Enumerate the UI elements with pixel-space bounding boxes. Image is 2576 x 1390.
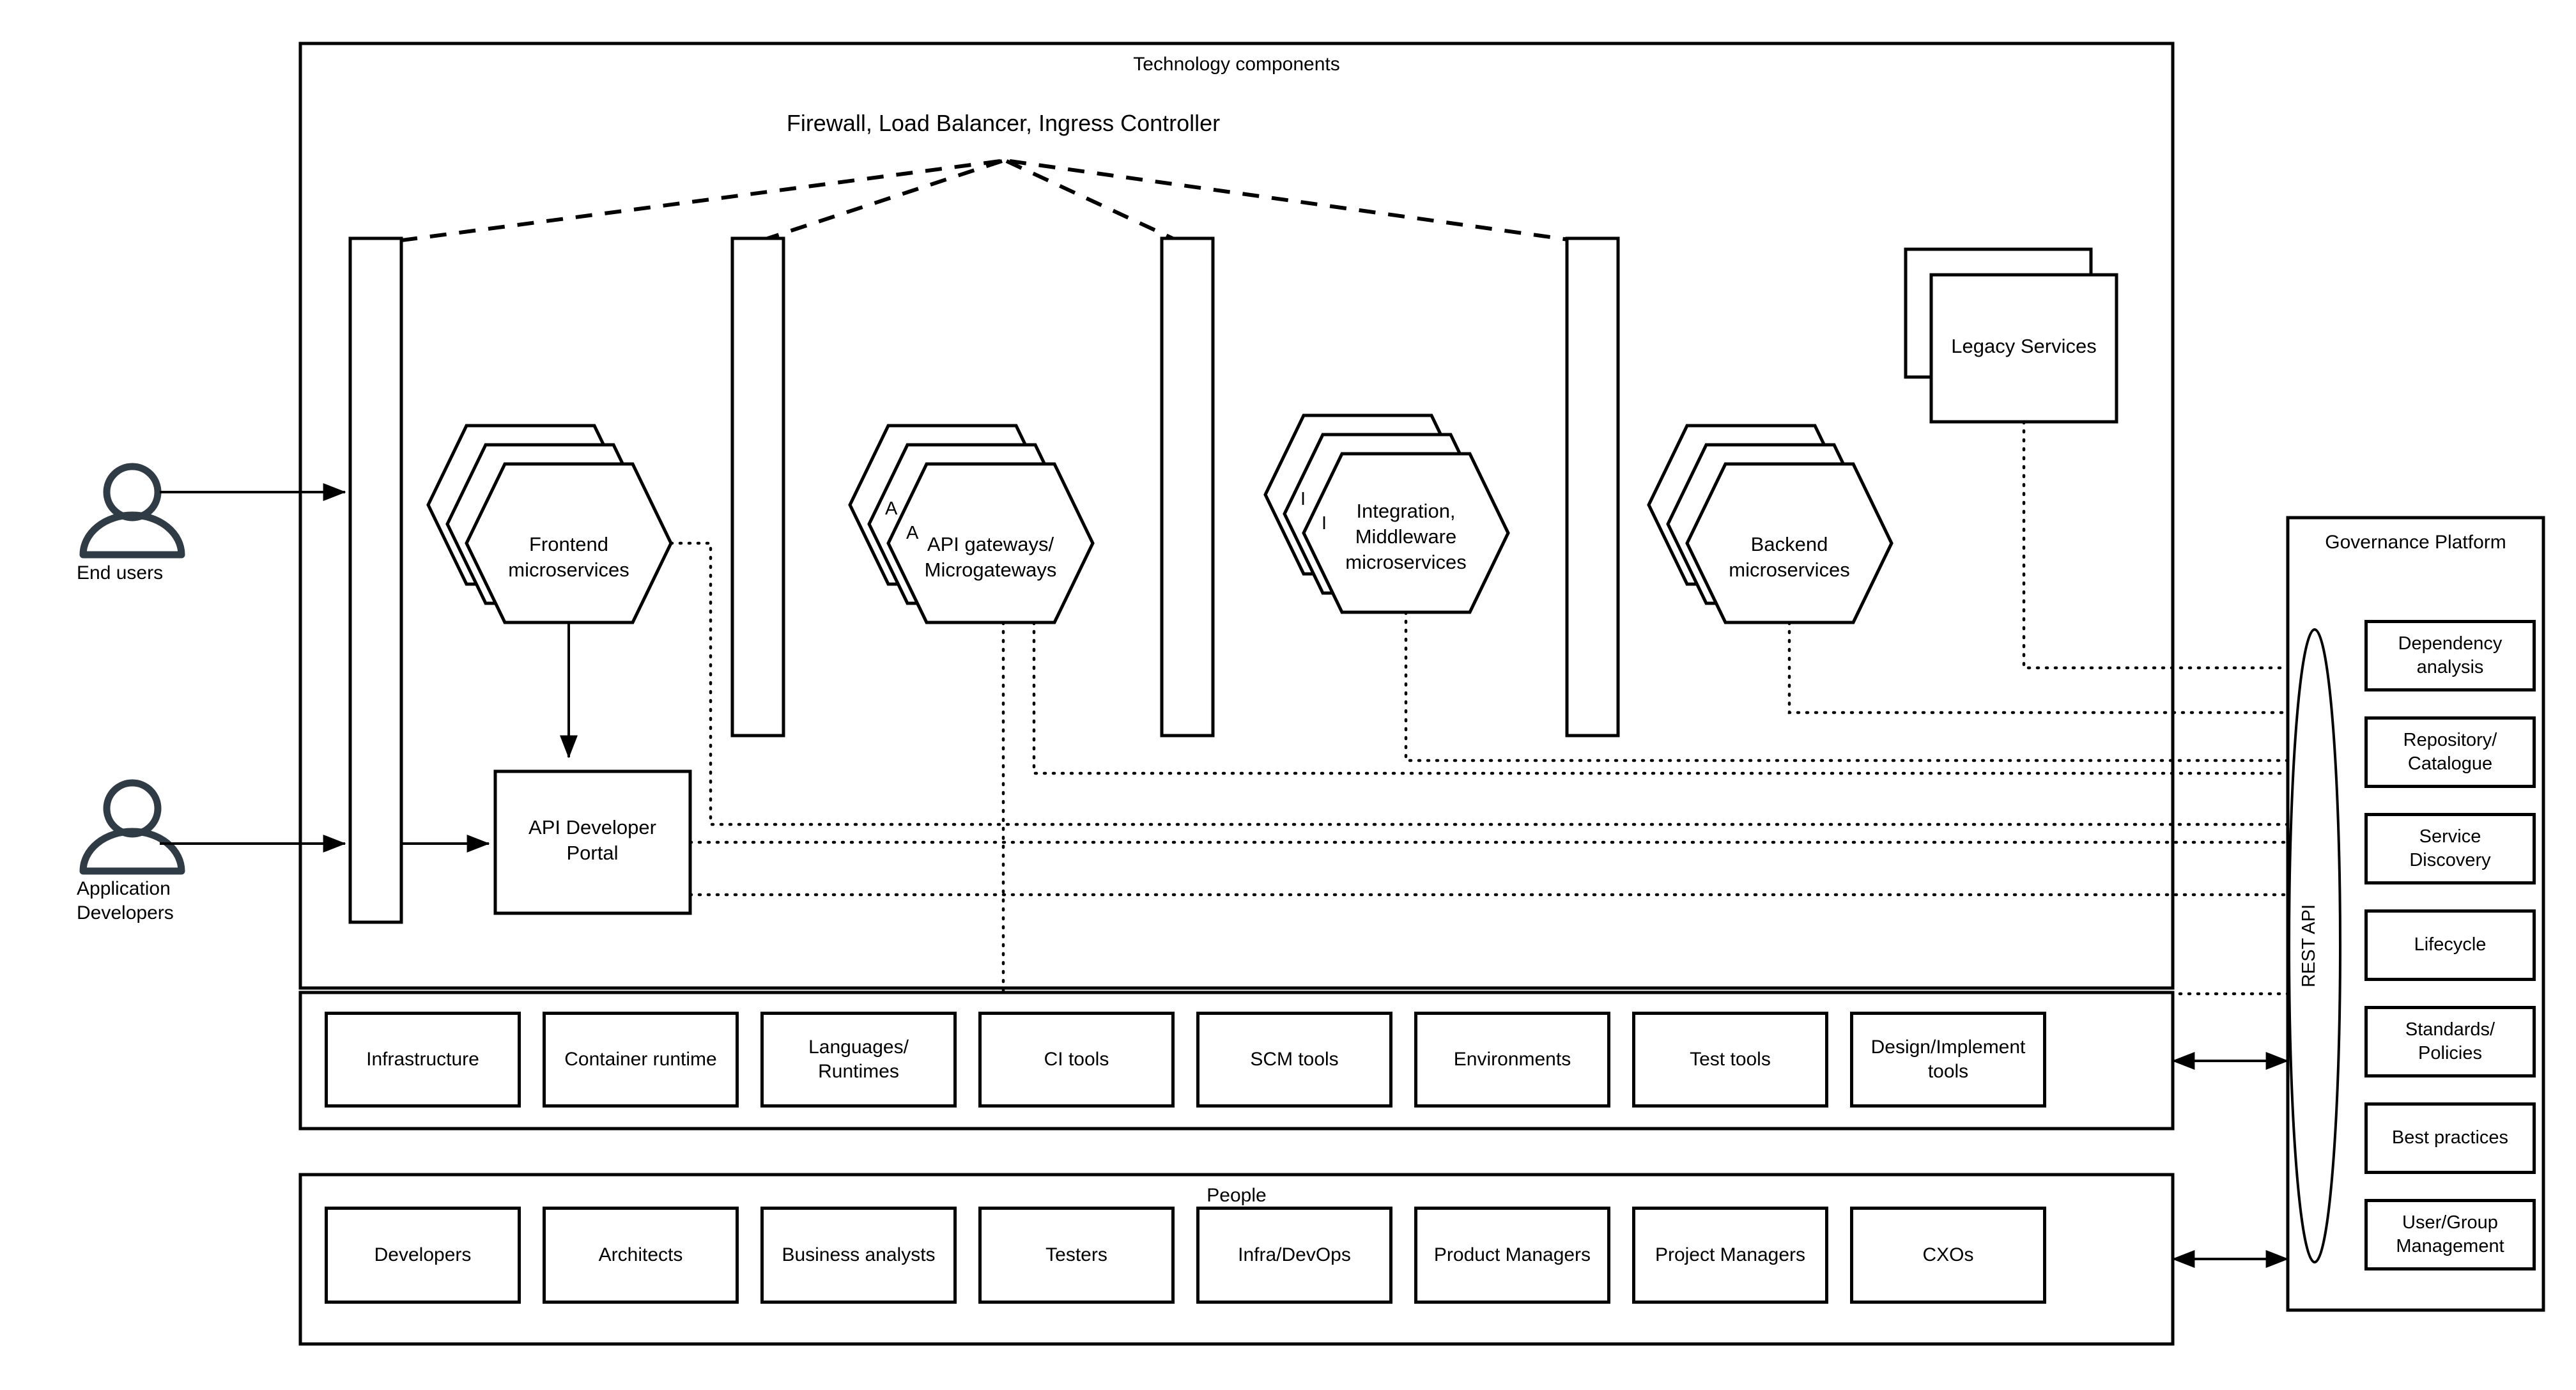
integration-label-line3: microservices <box>1345 551 1466 573</box>
gateway-ghost-label-1: A <box>885 498 898 519</box>
technology-components-title: Technology components <box>1133 54 1340 75</box>
people-box-7-label-1: Project Managers <box>1654 1244 1806 1265</box>
tools-box-8[interactable]: Design/Implement tools <box>1850 1012 2046 1108</box>
people-box-3-label-1: Business analysts <box>782 1244 936 1265</box>
tools-box-7[interactable]: Test tools <box>1632 1012 1828 1108</box>
people-box-2-label-1: Architects <box>598 1244 683 1265</box>
api-gateways-node[interactable]: A A API gateways/ Microgateways <box>848 424 1095 624</box>
people-band-title: People <box>1207 1185 1266 1206</box>
integration-ghost-label-1: I <box>1300 489 1306 509</box>
tools-box-3-label-1: Languages/ <box>808 1036 909 1058</box>
people-box-2[interactable]: Architects <box>543 1207 739 1304</box>
tools-box-5[interactable]: SCM tools <box>1196 1012 1392 1108</box>
tools-box-3[interactable]: Languages/Runtimes <box>760 1012 957 1108</box>
governance-platform-title: Governance Platform <box>2325 532 2506 553</box>
tools-box-4-label-1: CI tools <box>1044 1048 1109 1070</box>
rest-api-label: REST API <box>2299 904 2319 987</box>
governance-box-5-label-2: Policies <box>2418 1043 2482 1063</box>
people-box-1-label-1: Developers <box>374 1244 472 1265</box>
governance-box-7-label-2: Management <box>2396 1236 2504 1256</box>
tools-box-6-label-1: Environments <box>1453 1048 1571 1070</box>
portal-label-line2: Portal <box>567 842 619 864</box>
governance-box-4[interactable]: Lifecycle <box>2364 909 2536 981</box>
zone-bar-4 <box>1565 236 1620 737</box>
rest-api-channel[interactable]: REST API <box>2288 628 2341 1263</box>
people-box-5-label-1: Infra/DevOps <box>1238 1244 1351 1265</box>
people-box-5[interactable]: Infra/DevOps <box>1196 1207 1392 1304</box>
tools-box-3-label-2: Runtimes <box>818 1061 899 1082</box>
tools-box-6[interactable]: Environments <box>1414 1012 1610 1108</box>
legacy-services-label: Legacy Services <box>1951 335 2096 357</box>
ingress-label: Firewall, Load Balancer, Ingress Control… <box>787 110 1220 136</box>
tools-box-8-label-1: Design/Implement <box>1870 1036 2026 1058</box>
legacy-services-node[interactable]: Legacy Services <box>1904 247 2118 424</box>
app-developers-label-line1: Application <box>77 878 171 899</box>
actor-application-developers[interactable]: Application Developers <box>77 779 185 923</box>
actor-end-users[interactable]: End users <box>77 463 185 583</box>
integration-ghost-label-2: I <box>1322 513 1327 534</box>
people-box-1[interactable]: Developers <box>325 1207 521 1304</box>
integration-label-line2: Middleware <box>1355 525 1457 548</box>
frontend-label-line1: Frontend <box>529 533 608 555</box>
gateways-label-line1: API gateways/ <box>927 533 1054 555</box>
gateways-label-line2: Microgateways <box>925 559 1057 581</box>
ingress-fan-dashed-lines <box>382 159 1592 245</box>
backend-microservices-node[interactable]: Backend microservices <box>1647 424 1893 624</box>
integration-middleware-node[interactable]: I I Integration, Middleware microservice… <box>1263 413 1510 614</box>
tools-box-1-label-1: Infrastructure <box>366 1048 479 1070</box>
backend-label-line1: Backend <box>1751 533 1828 555</box>
zone-bar-1 <box>348 236 403 924</box>
tools-box-5-label-1: SCM tools <box>1250 1048 1339 1070</box>
governance-box-1[interactable]: Dependency analysis <box>2364 620 2536 691</box>
zone-bar-3 <box>1160 236 1215 737</box>
frontend-label-line2: microservices <box>508 559 629 581</box>
frontend-microservices-node[interactable]: Frontend microservices <box>426 424 673 624</box>
tools-box-7-label-1: Test tools <box>1690 1048 1771 1070</box>
governance-box-5[interactable]: Standards/Policies <box>2364 1006 2536 1077</box>
governance-box-1-label-2: analysis <box>2416 657 2484 677</box>
people-box-7[interactable]: Project Managers <box>1632 1207 1828 1304</box>
governance-box-6[interactable]: Best practices <box>2364 1102 2536 1174</box>
backend-label-line2: microservices <box>1729 559 1849 581</box>
people-box-3[interactable]: Business analysts <box>760 1207 957 1304</box>
governance-box-4-label-1: Lifecycle <box>2414 934 2487 955</box>
people-box-6-label-1: Product Managers <box>1433 1244 1591 1265</box>
governance-box-2-label-2: Catalogue <box>2407 753 2493 774</box>
tools-box-2[interactable]: Container runtime <box>543 1012 739 1108</box>
zone-bar-2 <box>730 236 785 737</box>
api-developer-portal-node[interactable]: API Developer Portal <box>493 769 692 915</box>
tools-box-4[interactable]: CI tools <box>978 1012 1175 1108</box>
governance-box-3-label-1: Service <box>2419 826 2481 847</box>
governance-box-5-label-1: Standards/ <box>2405 1019 2495 1040</box>
people-box-4-label-1: Testers <box>1045 1244 1107 1265</box>
portal-label-line1: API Developer <box>528 816 656 838</box>
people-box-6[interactable]: Product Managers <box>1414 1207 1610 1304</box>
governance-box-2-label-1: Repository/ <box>2403 729 2497 750</box>
governance-box-6-label-1: Best practices <box>2391 1127 2509 1148</box>
end-users-label: End users <box>77 562 163 583</box>
governance-box-3-label-2: Discovery <box>2409 850 2491 870</box>
governance-box-2[interactable]: Repository/Catalogue <box>2364 716 2536 788</box>
tools-box-8-label-2: tools <box>1927 1061 1969 1082</box>
tools-box-1[interactable]: Infrastructure <box>325 1012 521 1108</box>
people-box-8-label-1: CXOs <box>1922 1244 1974 1265</box>
app-developers-label-line2: Developers <box>77 902 174 923</box>
governance-box-7-label-1: User/Group <box>2402 1212 2498 1233</box>
people-box-8[interactable]: CXOs <box>1850 1207 2046 1304</box>
gateway-ghost-label-2: A <box>906 523 919 543</box>
tools-box-2-label-1: Container runtime <box>564 1048 717 1070</box>
integration-label-line1: Integration, <box>1356 500 1455 522</box>
people-box-4[interactable]: Testers <box>978 1207 1175 1304</box>
governance-box-1-label-1: Dependency <box>2398 633 2503 654</box>
